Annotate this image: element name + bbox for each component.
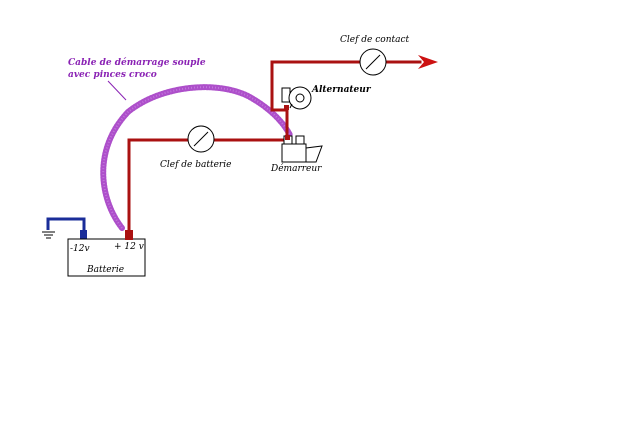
starter: Démarreur: [270, 135, 323, 174]
jumper-cable-label-line2: avec pinces croco: [68, 70, 157, 80]
positive-terminal-post: [125, 230, 133, 240]
red-wiring: [127, 60, 422, 242]
ground-symbol-icon: [42, 231, 55, 239]
starter-label: Démarreur: [270, 163, 322, 174]
jumper-cable-pointer: [107, 80, 127, 101]
wire-to-ignition-switch: [270, 60, 362, 140]
terminal-dot: [284, 105, 289, 110]
ignition-switch-label: Clef de contact: [340, 35, 410, 45]
jumper-cable-annotation: Cable de démarrage souple avec pinces cr…: [68, 57, 206, 80]
battery-label: Batterie: [86, 265, 124, 275]
battery-body: [67, 238, 146, 277]
battery-switch: Clef de batterie: [160, 125, 231, 170]
alternator: Alternateur: [281, 85, 372, 110]
negative-terminal-label: -12v: [70, 244, 90, 254]
alternator-icon: [281, 86, 312, 110]
alternator-label: Alternateur: [311, 85, 372, 95]
terminal-dot: [285, 135, 290, 140]
ignition-switch: Clef de contact: [340, 35, 410, 76]
wire-battery-to-switch: [127, 138, 190, 242]
battery-switch-label: Clef de batterie: [160, 160, 231, 170]
battery: -12v + 12 v Batterie: [67, 230, 146, 277]
positive-terminal-label: + 12 v: [114, 242, 144, 252]
ground-wiring: [42, 217, 87, 239]
jumper-cable-label-line1: Cable de démarrage souple: [68, 57, 206, 68]
arrow-right-icon: [418, 55, 438, 69]
jumper-cable: [100, 84, 293, 231]
